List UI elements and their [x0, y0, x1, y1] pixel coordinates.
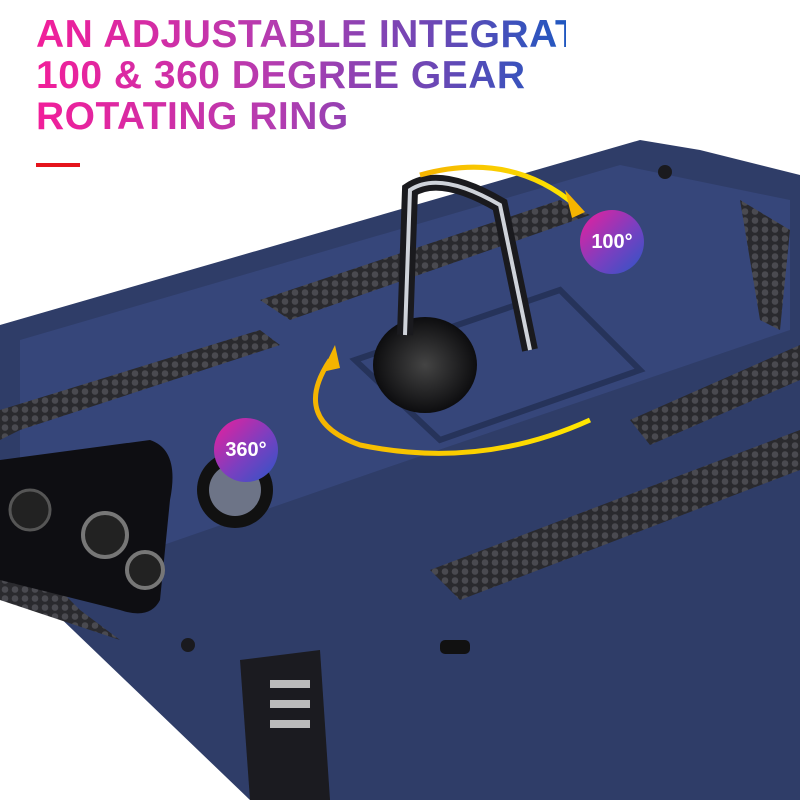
bumper-rib: [270, 700, 310, 708]
badge-100-degree: 100°: [580, 210, 644, 274]
ring-holder-base: [373, 317, 477, 413]
screw-icon: [181, 638, 195, 652]
side-button: [440, 640, 470, 654]
headline-line-3: ROTATING RING: [36, 95, 349, 138]
camera-lens: [81, 511, 129, 559]
badge-360-degree: 360°: [214, 418, 278, 482]
arrow-100-degree: [419, 164, 577, 207]
arrowhead-icon: [322, 345, 340, 372]
accent-divider: [36, 163, 80, 167]
grip-strip: [630, 345, 800, 445]
headline-line-2: 100 & 360 DEGREE GEAR: [36, 54, 526, 97]
headline-line-1: AN ADJUSTABLE INTEGRATED: [36, 13, 635, 56]
grip-strip: [740, 200, 790, 330]
arrow-360-degree: [313, 358, 592, 456]
magnet-plate-outline: [349, 286, 646, 444]
grip-strip: [430, 430, 800, 600]
headline: AN ADJUSTABLE INTEGRATED 100 & 360 DEGRE…: [36, 14, 566, 137]
camera-lens: [125, 550, 165, 590]
bumper-rib: [270, 680, 310, 688]
screw-icon: [658, 165, 672, 179]
arrowhead-icon: [565, 190, 585, 218]
ring-holder-loop-highlight: [403, 180, 532, 351]
grip-strip: [0, 330, 280, 440]
camera-lens: [8, 488, 52, 532]
bumper-rib: [270, 720, 310, 728]
